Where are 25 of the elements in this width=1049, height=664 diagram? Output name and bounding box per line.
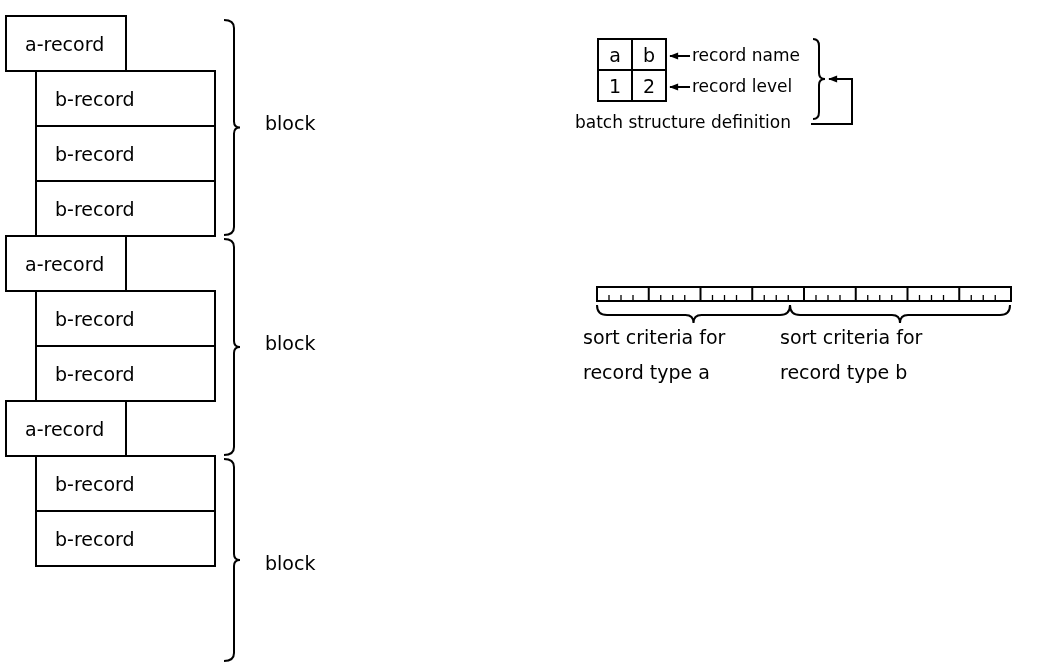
annotation-text: record name (692, 40, 804, 70)
table-cell: 1 (597, 69, 633, 102)
annotation-text: batch structure definition (575, 107, 805, 137)
block-label: block (265, 332, 316, 354)
record-box: a-record (5, 15, 127, 72)
arrow (669, 83, 691, 91)
caption-text: sort criteria for record type a (583, 325, 727, 385)
block-label: block (265, 112, 316, 134)
record-box: b-record (35, 455, 216, 512)
table-cell: 2 (631, 69, 667, 102)
table-cell: b (631, 38, 667, 71)
record-box: b-record (35, 70, 216, 127)
record-box: a-record (5, 235, 127, 292)
annotation-text: record level (692, 71, 804, 101)
caption-text: sort criteria for record type b (780, 325, 924, 385)
arrow (669, 52, 691, 60)
record-box: b-record (35, 180, 216, 237)
record-box: b-record (35, 345, 216, 402)
arrow (810, 75, 853, 125)
record-box: b-record (35, 290, 216, 347)
block-label: block (265, 552, 316, 574)
record-box: a-record (5, 400, 127, 457)
record-box: b-record (35, 510, 216, 567)
record-box: b-record (35, 125, 216, 182)
right-brace (812, 38, 826, 120)
